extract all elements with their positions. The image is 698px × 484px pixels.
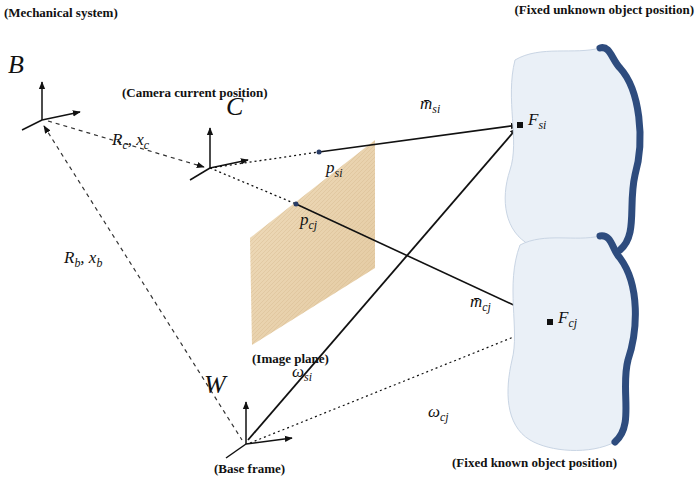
caption-label: (Camera current position) [122,86,268,101]
feature-point [517,122,523,128]
object-outline [440,232,698,484]
vector-omega-si [248,128,517,440]
transform-label: Rb, xb [64,248,102,268]
frame-b-axes [22,82,80,130]
object-outline [440,0,698,262]
transform-bc [48,121,204,167]
caption-label: (Mechanical system) [4,6,118,21]
ray-cj-dotted [210,168,296,204]
point-label: psi [326,158,342,178]
object-heading: (Fixed unknown object position) [515,3,695,18]
vector-label: ωcj [428,402,449,422]
frame-symbol: W [204,370,226,400]
vector-omega-cj [250,324,546,443]
caption-label: (Base frame) [214,462,285,477]
frame-w-axes [226,402,292,458]
frame-c-axes [190,128,248,180]
feature-label: Fcj [558,308,577,328]
image-point [294,202,299,207]
vector-label: m̄cj [470,292,491,312]
ray-si-dotted [210,152,319,168]
transform-bw [44,126,242,440]
transform-label: Rc, xc [112,130,149,150]
object-node: (Fixed known object position) Fcj [440,232,698,484]
ray-si [319,125,518,152]
caption-label: (Image plane) [252,352,329,367]
feature-point [547,319,553,325]
image-point [317,150,322,155]
object-body [505,48,640,258]
frame-symbol: B [8,50,24,80]
object-rim [600,48,640,250]
vector-label: m̄si [420,94,440,114]
point-label: pcj [300,210,317,230]
feature-label: Fsi [528,110,546,130]
object-rim [600,236,635,442]
vector-label: ωsi [292,362,312,382]
object-heading: (Fixed known object position) [452,456,617,471]
frame-symbol: C [226,92,243,122]
object-body [508,236,635,451]
object-node: (Fixed unknown object position) Fsi [440,0,698,262]
